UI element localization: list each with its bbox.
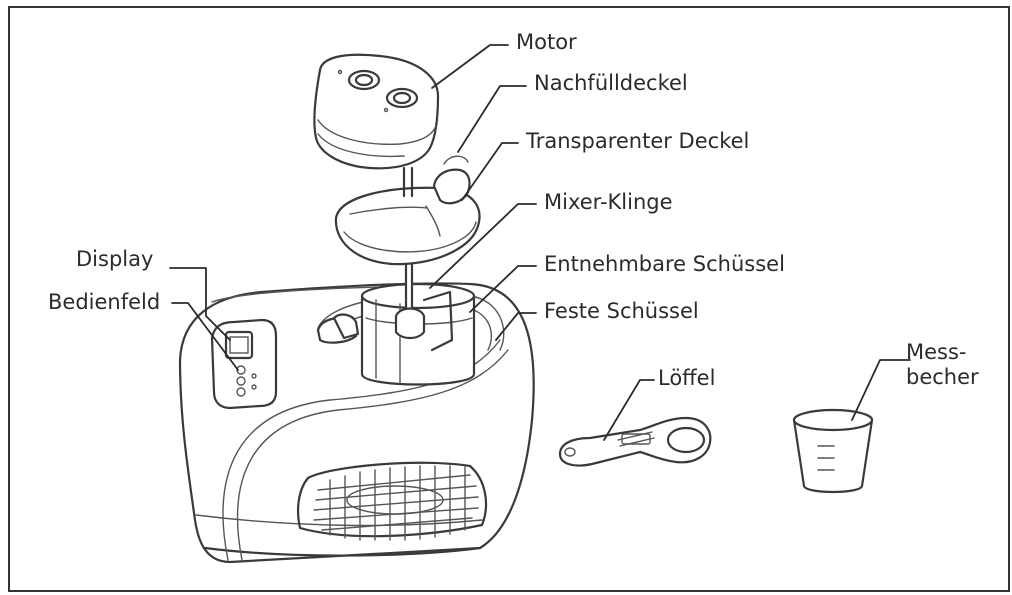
label-fixed-bowl: Feste Schüssel xyxy=(544,299,699,323)
leader-mixer-blade xyxy=(429,203,537,289)
label-removable-bowl: Entnehmbare Schüssel xyxy=(544,252,785,276)
leader-spoon xyxy=(603,379,655,441)
label-display: Display xyxy=(76,247,154,271)
leader-measuring-cup xyxy=(851,359,911,421)
leader-motor xyxy=(431,44,509,89)
leader-transparent-lid xyxy=(461,142,519,201)
label-motor: Motor xyxy=(516,30,577,54)
leader-control-panel xyxy=(171,302,239,371)
leader-removable-bowl xyxy=(469,265,537,313)
diagram-frame xyxy=(8,6,1010,592)
transparent-lid-drawing xyxy=(334,186,481,266)
mixer-blade-drawing xyxy=(394,256,454,352)
leader-fixed-bowl xyxy=(495,312,537,341)
vent-grille xyxy=(297,461,488,541)
leader-refill-lid xyxy=(457,85,527,153)
control-panel-drawing xyxy=(210,318,278,410)
motor-unit-drawing xyxy=(313,53,440,198)
refill-lid-drawing xyxy=(432,155,471,205)
label-spoon: Löffel xyxy=(658,366,716,390)
spoon-drawing xyxy=(558,416,712,467)
measuring-cup-drawing xyxy=(792,408,874,494)
label-refill-lid: Nachfülldeckel xyxy=(534,71,688,95)
label-measuring-cup: Mess- becher xyxy=(906,340,979,389)
label-control-panel: Bedienfeld xyxy=(48,290,161,314)
leader-display xyxy=(169,267,231,341)
label-transparent-lid: Transparenter Deckel xyxy=(526,129,750,153)
label-mixer-blade: Mixer-Klinge xyxy=(544,190,673,214)
